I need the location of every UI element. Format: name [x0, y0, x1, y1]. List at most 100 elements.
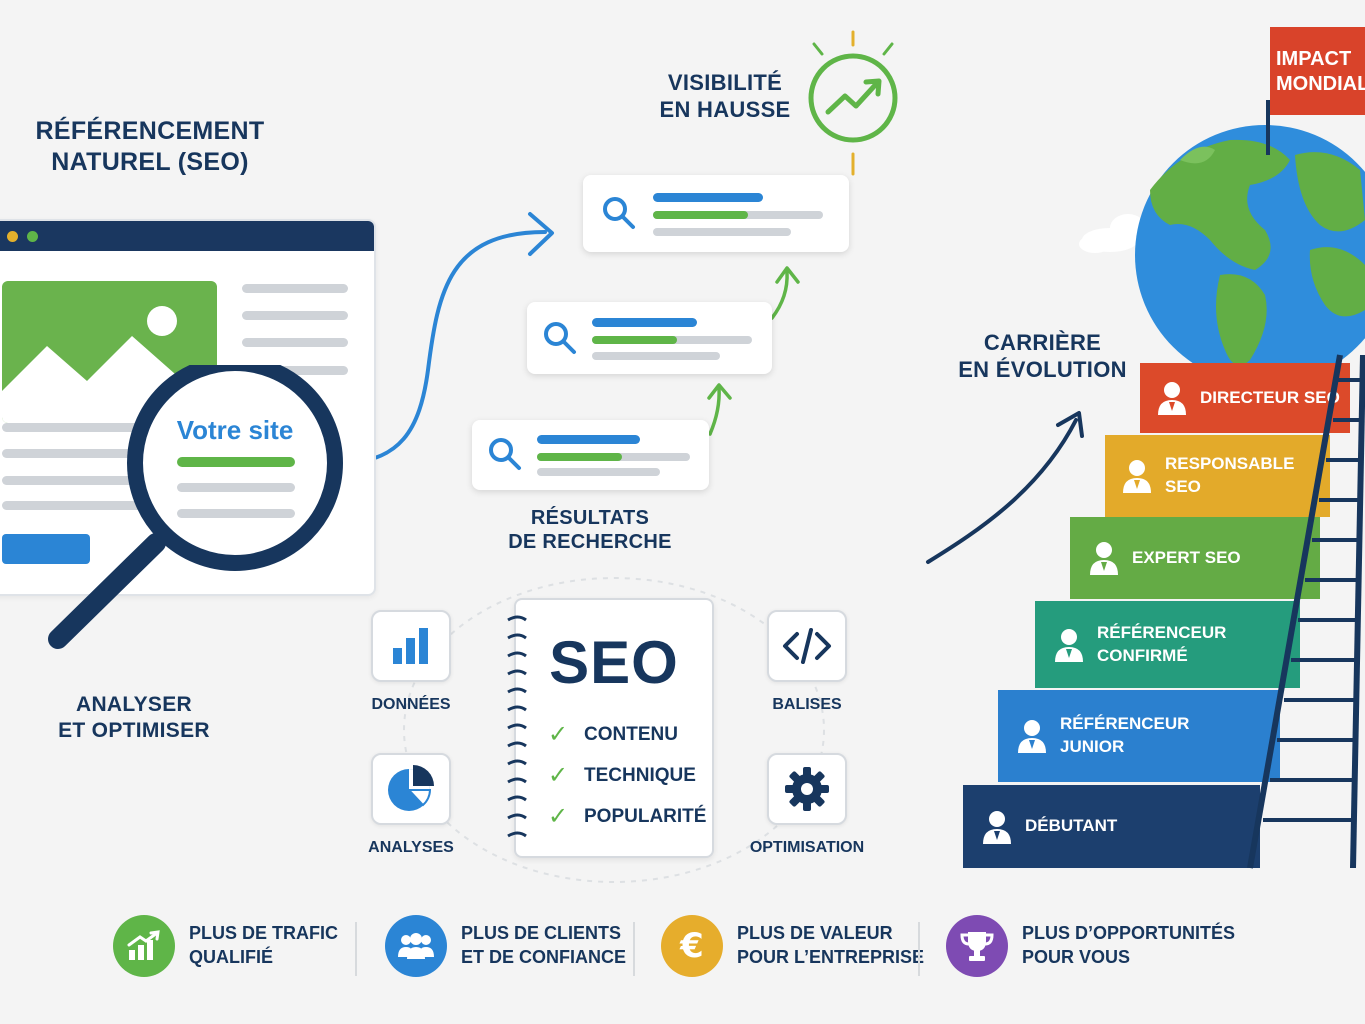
- checklist-item: ✓ POPULARITÉ: [548, 802, 706, 831]
- flow-arrowhead: [528, 212, 554, 256]
- checklist-item: ✓ CONTENU: [548, 720, 678, 749]
- magnifier: Votre site: [44, 365, 344, 655]
- optimization-tile: [767, 753, 847, 825]
- flow-arrow: [338, 230, 547, 465]
- pie-chart-icon: [388, 765, 434, 811]
- benefit-label: PLUS DE VALEUR: [737, 923, 893, 944]
- benefit-label: ET DE CONFIANCE: [461, 947, 627, 967]
- career-step-label: CONFIRMÉ: [1097, 645, 1188, 665]
- magnified-line: [177, 457, 295, 467]
- career-step-director: DIRECTEUR SEO: [1140, 363, 1350, 433]
- seo-title-line2: NATUREL (SEO): [51, 147, 249, 176]
- career-step-label: DÉBUTANT: [1025, 816, 1118, 836]
- seo-title: RÉFÉRENCEMENT NATUREL (SEO): [20, 116, 280, 177]
- result-text-line: [537, 468, 660, 476]
- person-icon: [1090, 542, 1118, 575]
- career-step-label: DIRECTEUR SEO: [1200, 387, 1340, 407]
- spiral-binding-icon: [507, 615, 527, 838]
- benefit-label: PLUS DE CLIENTS: [461, 923, 622, 944]
- search-icon: [489, 438, 521, 470]
- divider: [918, 922, 920, 976]
- visibility-title: VISIBILITÉ EN HAUSSE: [640, 70, 810, 124]
- benefit-label: POUR L’ENTREPRISE: [737, 947, 925, 967]
- checkmark-icon: ✓: [548, 762, 569, 789]
- result-text-line: [653, 228, 791, 236]
- magnified-line: [177, 483, 295, 492]
- divider: [355, 922, 357, 976]
- seo-title-line1: RÉFÉRENCEMENT: [35, 117, 265, 145]
- analytics-tile: [371, 753, 451, 825]
- result-url-line: [653, 211, 748, 219]
- benefit-label: PLUS DE TRAFIC: [189, 923, 339, 944]
- window-dot-icon: [27, 231, 38, 242]
- impact-flag: IMPACT MONDIAL: [1270, 27, 1365, 115]
- benefit-label: QUALIFIÉ: [189, 947, 273, 967]
- person-icon: [1123, 460, 1151, 493]
- career-step-label: EXPERT SEO: [1132, 547, 1241, 567]
- optimization-label: OPTIMISATION: [749, 839, 865, 856]
- code-tag-icon: [783, 628, 831, 664]
- checklist-item-label: TECHNIQUE: [584, 764, 696, 786]
- rank-up-arrow: [708, 386, 721, 436]
- analyze-caption: ANALYSER ET OPTIMISER: [34, 692, 234, 743]
- career-step-confirmed: RÉFÉRENCEUR CONFIRMÉ: [1035, 601, 1300, 688]
- career-step-manager: RESPONSABLE SEO: [1105, 435, 1330, 517]
- career-title-line1: CARRIÈRE: [983, 330, 1102, 355]
- search-result-card: [472, 420, 709, 490]
- tags-label: BALISES: [772, 696, 842, 713]
- growth-chart-icon: [113, 915, 175, 977]
- your-site-label: Votre site: [176, 415, 294, 445]
- search-result-card: [527, 302, 772, 374]
- text-placeholder-line: [242, 338, 348, 347]
- benefit-clients: PLUS DE CLIENTS ET DE CONFIANCE: [385, 915, 626, 977]
- text-placeholder-line: [2, 476, 142, 485]
- career-step-label: SEO: [1165, 477, 1201, 496]
- rank-up-arrowhead: [775, 266, 800, 284]
- person-icon: [983, 810, 1011, 844]
- person-icon: [1158, 382, 1186, 415]
- person-icon: [1018, 720, 1046, 753]
- benefit-value: € PLUS DE VALEUR POUR L’ENTREPRISE: [661, 915, 924, 977]
- benefit-opportunities: PLUS D’OPPORTUNITÉS POUR VOUS: [946, 915, 1235, 977]
- result-text-line: [592, 352, 720, 360]
- result-title-line: [653, 193, 763, 202]
- career-step-label: RÉFÉRENCEUR: [1097, 622, 1227, 642]
- visibility-title-line1: VISIBILITÉ: [667, 70, 783, 95]
- checklist-item: ✓ TECHNIQUE: [548, 761, 696, 790]
- career-step-label: JUNIOR: [1060, 737, 1125, 756]
- ladder-icon: [1247, 354, 1365, 869]
- checklist-item-label: POPULARITÉ: [584, 805, 707, 827]
- checkmark-icon: ✓: [548, 721, 569, 748]
- result-url-line: [592, 336, 677, 344]
- text-placeholder-line: [242, 284, 348, 293]
- result-url-line: [537, 453, 622, 461]
- analyze-caption-line1: ANALYSER: [76, 693, 192, 716]
- result-title-line: [537, 435, 640, 444]
- text-placeholder-line: [2, 423, 142, 432]
- search-results-caption-line1: RÉSULTATS: [530, 507, 650, 529]
- search-result-card: [583, 175, 849, 252]
- orbit-circle: [403, 577, 825, 883]
- text-placeholder-line: [2, 449, 142, 458]
- career-title-line2: EN ÉVOLUTION: [958, 356, 1127, 382]
- search-icon: [544, 322, 576, 354]
- benefit-label: POUR VOUS: [1022, 947, 1131, 967]
- search-results-caption-line2: DE RECHERCHE: [508, 531, 672, 554]
- career-arrowhead: [1056, 411, 1084, 438]
- data-tile: [371, 610, 451, 682]
- career-step-label: RESPONSABLE: [1165, 454, 1295, 474]
- flag-label-line1: IMPACT: [1276, 48, 1352, 70]
- tags-tile: [767, 610, 847, 682]
- window-dot-icon: [7, 231, 18, 242]
- browser-title-bar: [0, 221, 374, 251]
- globe-icon: [1079, 100, 1365, 370]
- trophy-icon: [946, 915, 1008, 977]
- rank-up-arrowhead: [707, 383, 732, 400]
- divider: [633, 922, 635, 976]
- gear-icon: [785, 767, 829, 811]
- checkmark-icon: ✓: [548, 803, 569, 830]
- trend-up-icon: [808, 30, 898, 176]
- bar-chart-icon: [393, 628, 428, 664]
